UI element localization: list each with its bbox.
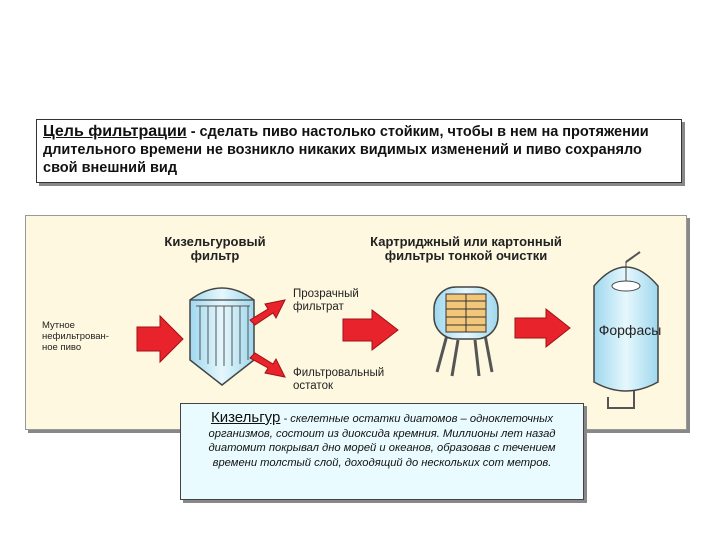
input-label: Мутное нефильтрован-ное пиво xyxy=(42,320,109,353)
info-text: - скелетные остатки диатомов – одноклето… xyxy=(208,413,556,469)
kieselguhr-filter-icon xyxy=(189,287,255,386)
info-box: Кизельгур - скелетные остатки диатомов –… xyxy=(180,403,584,500)
residue-label: Фильтровальный остаток xyxy=(293,367,385,392)
cartridge-filter-label: Картриджный или картонный фильтры тонкой… xyxy=(370,234,562,263)
info-term: Кизельгур xyxy=(210,409,281,426)
cartridge-filter-icon xyxy=(433,286,499,377)
goal-text: - сделать пиво настолько стойким, чтобы … xyxy=(43,124,649,176)
forfas-tank-icon xyxy=(593,251,659,409)
tank-label: Форфасы xyxy=(598,322,662,338)
goal-title: Цель фильтрации xyxy=(43,123,187,140)
goal-box: Цель фильтрации - сделать пиво настолько… xyxy=(36,119,682,183)
kieselguhr-filter-label: Кизельгуровый фильтр xyxy=(164,234,266,263)
output-arrow xyxy=(514,307,571,349)
clear-filtrate-label: Прозрачный фильтрат xyxy=(293,288,359,313)
residue-arrow xyxy=(249,352,286,378)
input-arrow xyxy=(136,314,184,364)
middle-arrow xyxy=(342,308,399,352)
filtrate-arrow xyxy=(249,299,286,326)
